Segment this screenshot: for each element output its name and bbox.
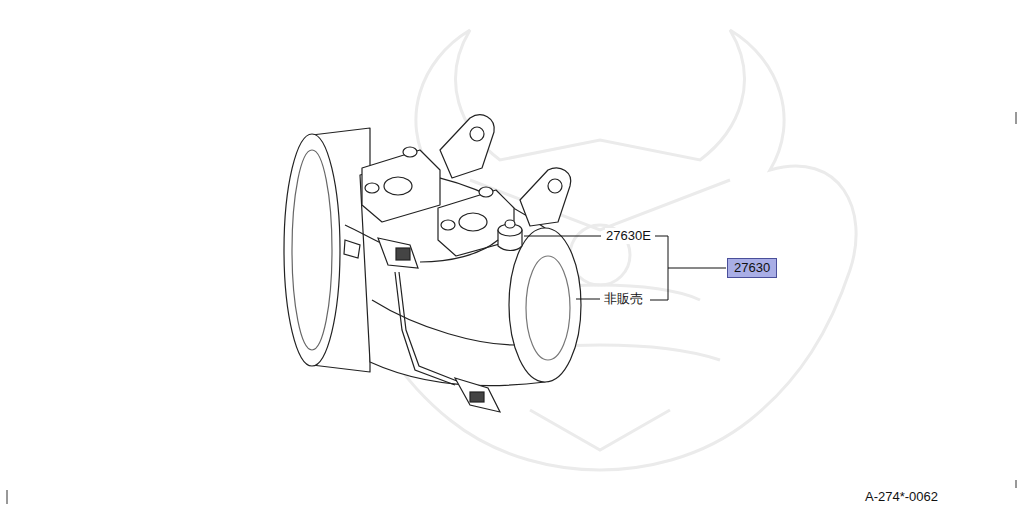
- compressor-body: [284, 115, 581, 386]
- drawing-code: A-274*-0062: [864, 489, 939, 505]
- part-number-box: 27630: [727, 258, 777, 278]
- connector-plug: [344, 238, 500, 412]
- watermark-logo: [344, 30, 856, 470]
- margin-mark: [7, 112, 1016, 504]
- callout-number: 27630: [734, 260, 770, 275]
- wire-harness: [345, 225, 498, 385]
- part-note: 非販売: [603, 291, 644, 307]
- callout-number: 27630E: [605, 228, 652, 244]
